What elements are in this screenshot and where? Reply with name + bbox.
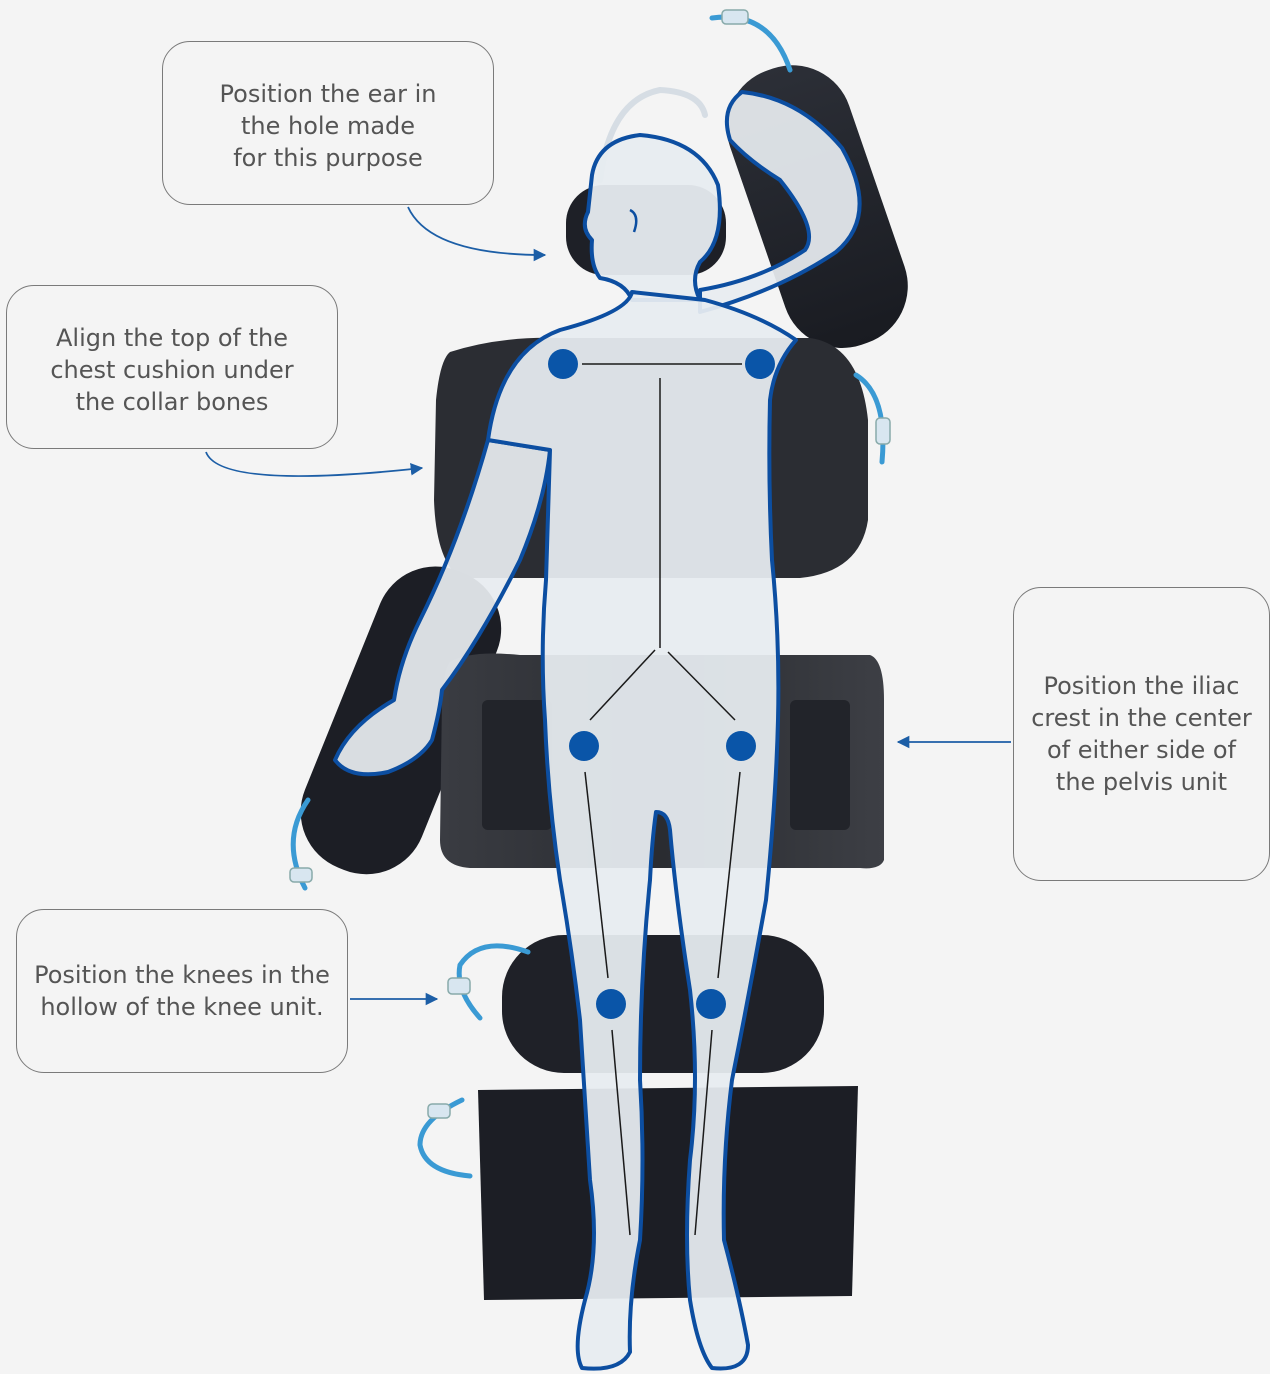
tube-top xyxy=(712,17,790,70)
chest-callout: Align the top of the chest cushion under… xyxy=(6,285,338,449)
knee-cushion xyxy=(502,935,824,1073)
iliac-callout: Position the iliac crest in the center o… xyxy=(1013,587,1270,881)
pelvis-cushion-panel-left xyxy=(482,700,552,830)
foot-cushion xyxy=(478,1086,858,1300)
chest-callout-text: Align the top of the chest cushion under… xyxy=(50,322,293,418)
ear-arrow xyxy=(408,207,545,255)
shoulder-right-marker xyxy=(745,349,775,379)
iliac-callout-text: Position the iliac crest in the center o… xyxy=(1031,670,1252,798)
shoulder-left-marker xyxy=(548,349,578,379)
hip-left-marker xyxy=(569,731,599,761)
ear-callout-text: Position the ear in the hole made for th… xyxy=(220,78,437,174)
pelvis-cushion-panel-right xyxy=(790,700,850,830)
knees-callout-text: Position the knees in the hollow of the … xyxy=(34,959,330,1023)
chest-arrow xyxy=(206,452,422,476)
ear-callout: Position the ear in the hole made for th… xyxy=(162,41,494,205)
knee-right-marker xyxy=(696,989,726,1019)
head xyxy=(585,135,720,300)
hip-right-marker xyxy=(726,731,756,761)
knees-callout: Position the knees in the hollow of the … xyxy=(16,909,348,1073)
knee-left-marker xyxy=(596,989,626,1019)
